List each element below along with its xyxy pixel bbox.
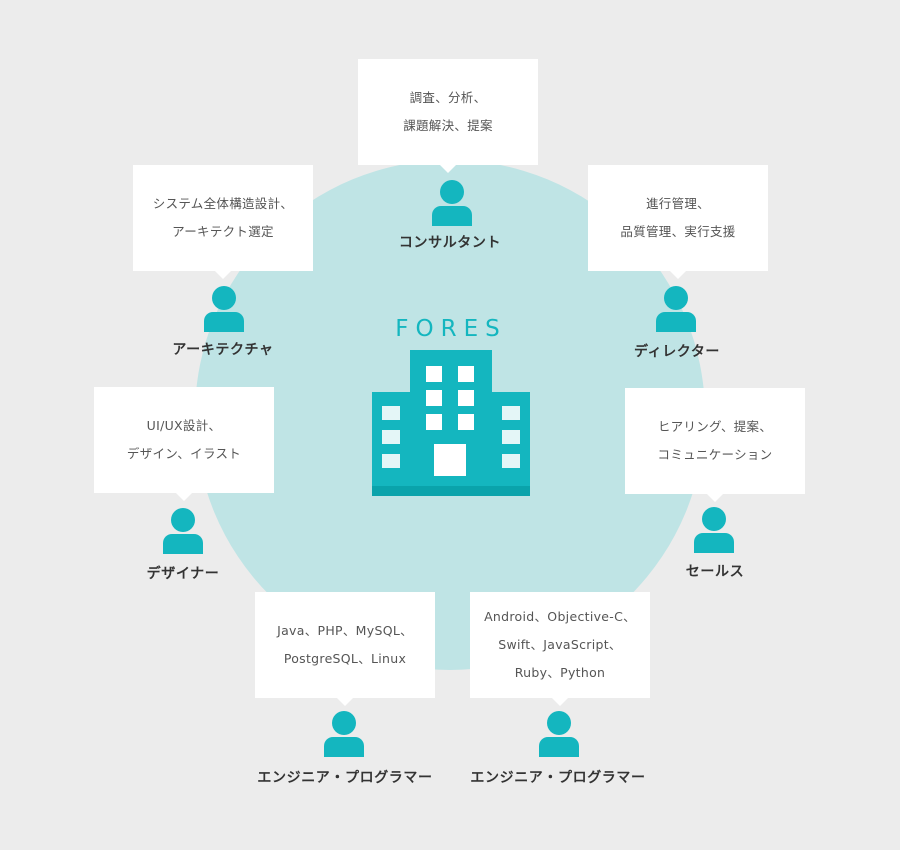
person-icon [539,711,579,757]
callout-line: Ruby、Python [514,665,606,680]
role-label-director: ディレクター [633,344,721,360]
callout-line: 進行管理、 [645,196,710,211]
role-label-architect: アーキテクチャ [172,342,274,358]
callout-line: PostgreSQL、Linux [283,651,407,666]
callout-line: デザイン、イラスト [126,446,242,461]
callout-consultant: 調査、分析、 課題解決、提案 [358,59,538,173]
callout-line: 調査、分析、 [409,90,487,105]
building-icon [372,350,530,496]
callout-line: Android、Objective-C、 [484,609,636,624]
person-icon [694,507,734,553]
person-icon [432,180,472,226]
callout-line: Swift、JavaScript、 [498,637,622,652]
callout-engineer-mobile: Android、Objective-C、 Swift、JavaScript、 R… [470,592,650,706]
role-label-engineer-mobile: エンジニア・プログラマー [470,770,646,786]
callout-line: アーキテクト選定 [172,224,274,239]
role-label-consultant: コンサルタント [398,235,502,251]
role-label-engineer-web: エンジニア・プログラマー [257,770,433,786]
person-icon [204,286,244,332]
callout-line: 課題解決、提案 [403,118,493,133]
company-building: FORES [372,316,530,496]
role-label-sales: セールス [685,564,745,580]
callout-line: システム全体構造設計、 [152,196,294,211]
callout-line: Java、PHP、MySQL、 [277,623,413,638]
callout-engineer-web: Java、PHP、MySQL、 PostgreSQL、Linux [255,592,435,706]
callout-line: コミュニケーション [657,447,773,462]
company-logo: FORES [395,316,507,342]
callout-architect: システム全体構造設計、 アーキテクト選定 [133,165,313,279]
callout-line: 品質管理、実行支援 [620,224,736,239]
person-icon [163,508,203,554]
person-icon [324,711,364,757]
callout-director: 進行管理、 品質管理、実行支援 [588,165,768,279]
person-icon [656,286,696,332]
callout-sales: ヒアリング、提案、 コミュニケーション [625,388,805,502]
callout-designer: UI/UX設計、 デザイン、イラスト [94,387,274,501]
role-label-designer: デザイナー [146,566,220,582]
callout-line: UI/UX設計、 [146,418,222,433]
callout-line: ヒアリング、提案、 [657,419,773,434]
